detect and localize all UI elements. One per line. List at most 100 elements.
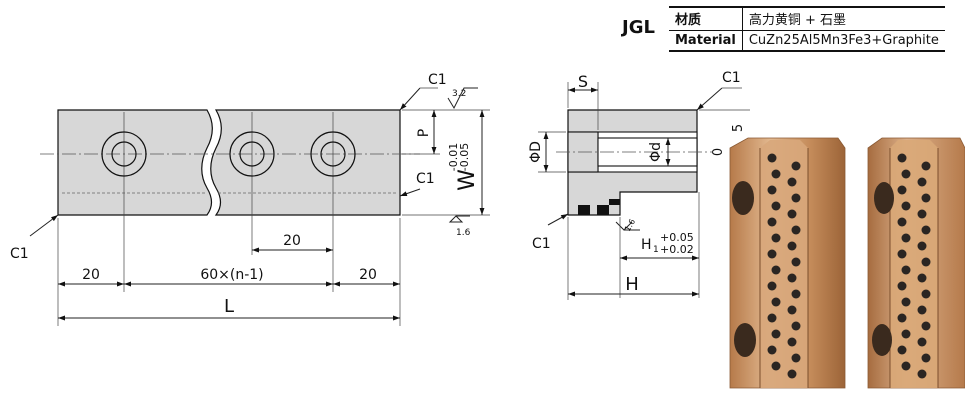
dim-l-label: L: [224, 296, 234, 317]
material-row-cn: 材质 高力黄铜 + 石墨: [669, 7, 945, 31]
graphite-dot: [917, 369, 927, 379]
graphite-dot: [767, 249, 777, 259]
roughness-bottom-value: 1.6: [456, 228, 471, 238]
graphite-dot: [901, 361, 911, 371]
front-body-left: [57, 109, 213, 216]
graphite-dot: [791, 353, 801, 363]
front-body-right: [210, 109, 401, 216]
chamfer-left-label: C1: [10, 246, 29, 262]
dim-w-label: W: [455, 169, 480, 191]
graphite-dot: [897, 185, 907, 195]
side-chamfer-left-label: C1: [532, 236, 551, 252]
material-row-en: Material CuZn25Al5Mn3Fe3+Graphite: [669, 30, 945, 51]
leader-c1-top: [399, 87, 421, 111]
tol-h1-upper: +0.05: [660, 231, 694, 244]
tol-h1-lower: +0.02: [660, 243, 694, 256]
graphite-dot: [771, 361, 781, 371]
hole-2: [229, 131, 275, 177]
graphite-dot: [921, 257, 931, 267]
graphite-dot: [917, 273, 927, 283]
product-part-2: [867, 137, 965, 389]
hole-3: [310, 131, 356, 177]
graphite-dot: [771, 169, 781, 179]
graphite-dot: [771, 201, 781, 211]
graphite-dot: [917, 177, 927, 187]
graphite-dot: [767, 185, 777, 195]
graphite-dot: [917, 209, 927, 219]
graphite-dot: [897, 217, 907, 227]
material-value-en: CuZn25Al5Mn3Fe3+Graphite: [748, 33, 939, 48]
dim-pitch-label: 20: [283, 233, 301, 249]
leader-c1-right: [399, 188, 421, 197]
graphite-dot: [917, 337, 927, 347]
graphite-dot: [921, 321, 931, 331]
graphite-dot: [787, 337, 797, 347]
roughness-symbol-top: 3.2: [447, 87, 478, 110]
graphite-dot: [901, 233, 911, 243]
graphite-dot: [767, 313, 777, 323]
graphite-dot: [791, 225, 801, 235]
material-label-cn: 材质: [669, 7, 743, 31]
graphite-dot: [901, 265, 911, 275]
front-view: 20 20 60×(n-1) 20 L P W -0.01 -0.05 3.2 …: [10, 72, 490, 326]
dim-mid-label: 60×(n-1): [200, 267, 263, 283]
graphite-plug-1: [578, 205, 590, 215]
graphite-dot: [901, 297, 911, 307]
tol-w-upper: -0.01: [447, 143, 460, 171]
graphite-dot: [771, 233, 781, 243]
dim-h1-label: H: [641, 237, 652, 253]
graphite-dot: [901, 201, 911, 211]
graphite-dot: [787, 305, 797, 315]
side-chamfer-top-label: C1: [722, 70, 741, 86]
graphite-dot: [897, 313, 907, 323]
graphite-dot: [917, 241, 927, 251]
graphite-dot: [787, 177, 797, 187]
side-view: S ΦD Φd 5 0 C1 C1 1.6 H 1 +0.05 +: [528, 70, 750, 300]
graphite-dot: [897, 281, 907, 291]
graphite-dot: [791, 161, 801, 171]
product-photo: [729, 137, 965, 389]
graphite-dot: [767, 153, 777, 163]
graphite-dot: [767, 217, 777, 227]
graphite-dot: [921, 225, 931, 235]
material-label-en: Material: [669, 30, 743, 51]
graphite-dot: [767, 345, 777, 355]
leader-c1-left: [29, 214, 59, 237]
graphite-dot: [787, 209, 797, 219]
material-code: JGL: [622, 17, 655, 38]
graphite-plug-3: [609, 199, 620, 205]
graphite-dot: [897, 249, 907, 259]
graphite-dot: [771, 265, 781, 275]
tol-w-lower: -0.05: [458, 143, 471, 171]
graphite-dot: [921, 193, 931, 203]
dim-h1-sub: 1: [653, 245, 659, 255]
graphite-dot: [771, 329, 781, 339]
graphite-plug-2: [597, 205, 609, 215]
dim-right-label: 20: [359, 267, 377, 283]
graphite-dot: [791, 289, 801, 299]
product-part-1: [729, 137, 846, 389]
graphite-dot: [767, 281, 777, 291]
graphite-dot: [787, 273, 797, 283]
graphite-dot: [791, 321, 801, 331]
side-roughness-symbol: 1.6: [615, 217, 640, 233]
graphite-dot: [921, 289, 931, 299]
graphite-dot: [901, 329, 911, 339]
side-leader-c1-left: [547, 213, 569, 226]
graphite-dot: [897, 345, 907, 355]
graphite-dot: [771, 297, 781, 307]
material-value-cn: 高力黄铜 + 石墨: [742, 7, 945, 31]
graphite-dot: [901, 169, 911, 179]
graphite-dot: [917, 305, 927, 315]
hole-1: [101, 131, 147, 177]
dim-phi-d-label: Φd: [648, 142, 664, 162]
graphite-dot: [921, 353, 931, 363]
graphite-dot: [791, 193, 801, 203]
dim-h-label: H: [625, 274, 639, 295]
dim-phi-D-label: ΦD: [528, 141, 544, 163]
dim-5-label: 5: [731, 124, 746, 132]
dim-left-label: 20: [82, 267, 100, 283]
graphite-dot: [787, 369, 797, 379]
chamfer-right-label: C1: [416, 171, 435, 187]
